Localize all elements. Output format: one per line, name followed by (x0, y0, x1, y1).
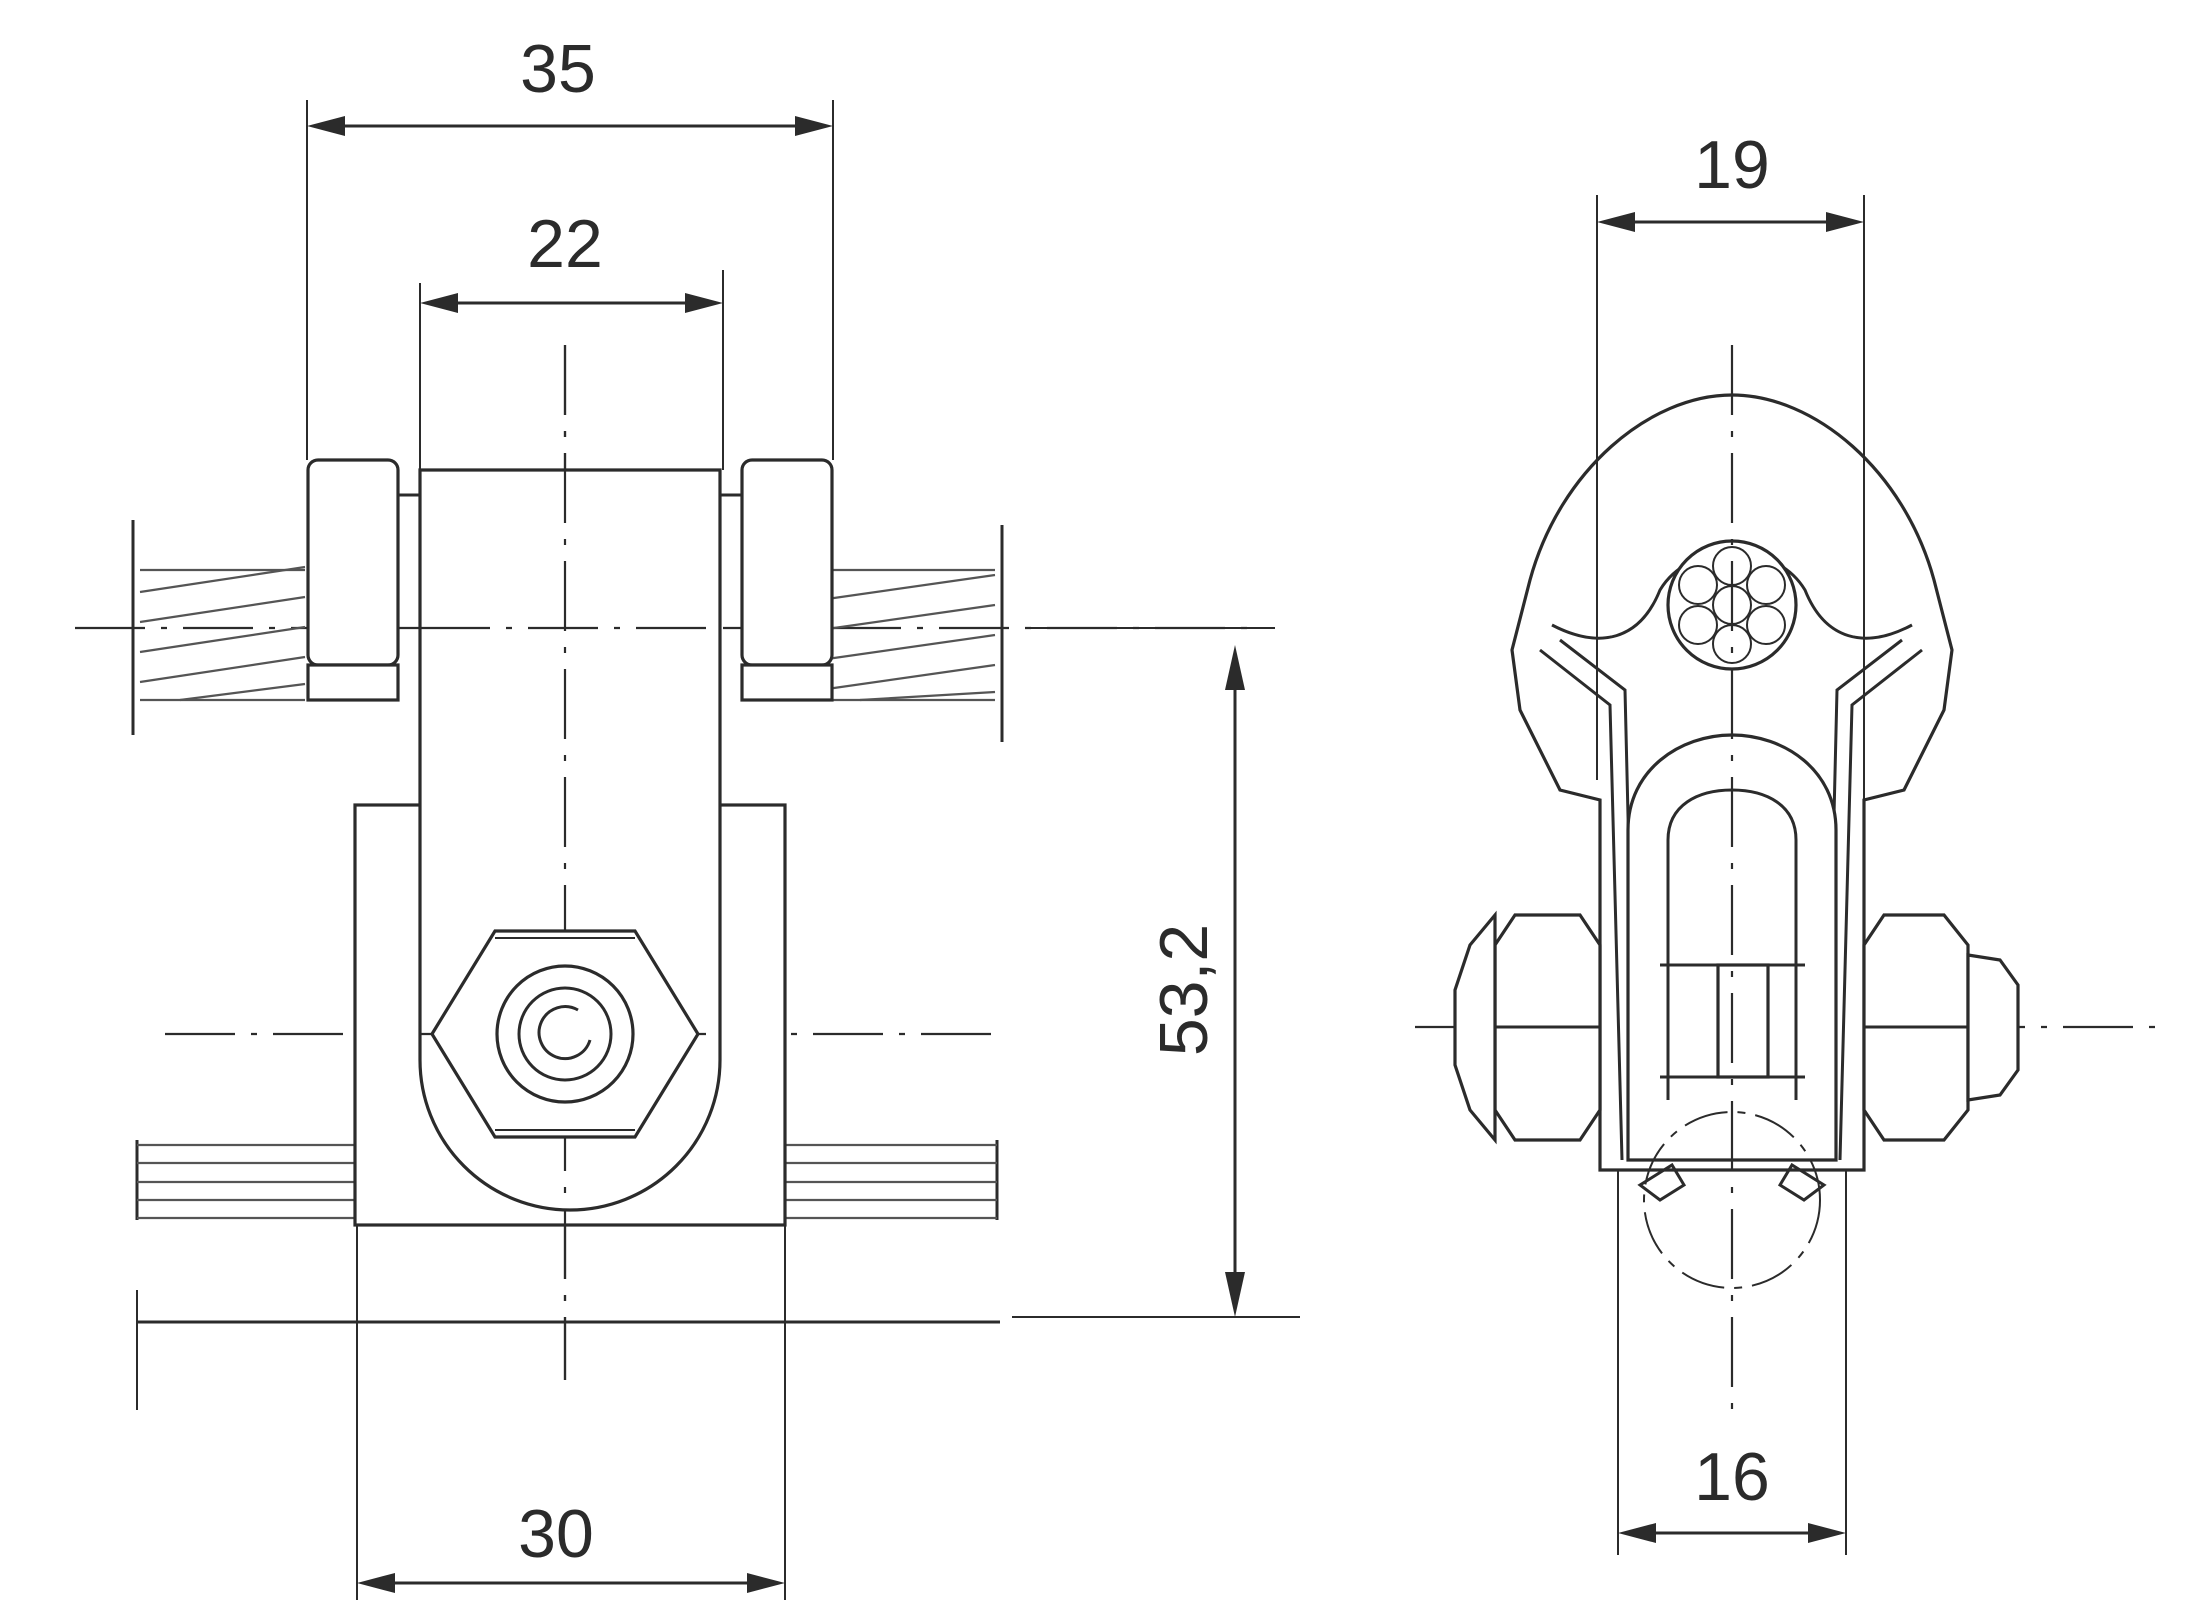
front-flat-conductor (135, 1140, 999, 1220)
dim-16-label: 16 (1694, 1439, 1770, 1515)
dim-22 (419, 270, 724, 470)
front-left-jaw (306, 458, 420, 702)
front-hex-nut (430, 929, 700, 1139)
dim-19 (1596, 195, 1865, 800)
side-view: 19 16 (1415, 127, 2170, 1555)
front-right-cable (819, 525, 1004, 742)
side-round-conductor (1643, 1111, 1821, 1289)
dim-30 (136, 1225, 1000, 1600)
dim-53-2-label: 53,2 (1146, 924, 1222, 1056)
dim-53-2 (1012, 627, 1300, 1318)
side-left-nut (1453, 910, 1602, 1145)
dim-35-label: 35 (520, 31, 596, 107)
dim-19-label: 19 (1694, 127, 1770, 203)
side-right-nut (1862, 913, 2020, 1142)
side-square-neck (1716, 963, 1770, 1079)
side-spring-strap (1539, 648, 1923, 1161)
dim-35 (306, 100, 834, 460)
front-left-cable (131, 520, 306, 735)
front-view: 35 22 30 53,2 (75, 31, 1300, 1600)
front-right-jaw (720, 458, 834, 702)
dim-16 (1617, 1170, 1847, 1555)
dim-30-label: 30 (518, 1496, 594, 1572)
dim-22-label: 22 (527, 206, 603, 282)
